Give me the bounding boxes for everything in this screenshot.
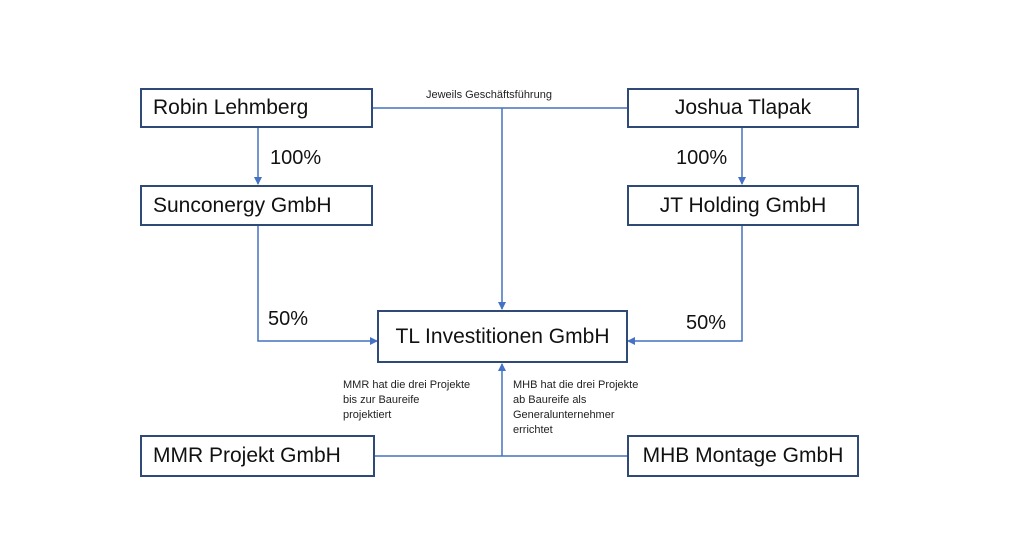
node-mmr-projekt-gmbh: MMR Projekt GmbH: [140, 435, 375, 477]
note-mmr-line-3: projektiert: [343, 409, 392, 421]
node-joshua-tlapak: Joshua Tlapak: [627, 88, 859, 128]
note-mhb-line-2: ab Baureife als: [513, 394, 587, 406]
note-mmr-line-1: MMR hat die drei Projekte: [343, 379, 471, 391]
node-mhb-montage-gmbh-label: MHB Montage GmbH: [642, 444, 844, 467]
node-sunconergy-gmbh-label: Sunconergy GmbH: [153, 193, 332, 217]
note-mhb-line-3: Generalunternehmer: [513, 409, 615, 421]
label-joshua-jt-share: 100%: [676, 147, 728, 169]
note-mhb-line-1: MHB hat die drei Projekte: [513, 379, 639, 391]
label-sunconergy-tl-share: 50%: [268, 308, 309, 330]
label-robin-sunconergy-share: 100%: [270, 147, 322, 169]
label-management: Jeweils Geschäftsführung: [426, 89, 552, 101]
note-mhb-line-4: errichtet: [513, 424, 553, 436]
node-robin-lehmberg-label: Robin Lehmberg: [153, 96, 309, 119]
label-jt-tl-share: 50%: [686, 312, 727, 334]
node-tl-investitionen-gmbh-label: TL Investitionen GmbH: [395, 324, 610, 348]
note-mhb: MHB hat die drei Projekte ab Baureife al…: [513, 378, 638, 438]
node-sunconergy-gmbh: Sunconergy GmbH: [140, 185, 373, 226]
edge-sunconergy-tl: [257, 226, 378, 345]
node-jt-holding-gmbh: JT Holding GmbH: [627, 185, 859, 226]
node-robin-lehmberg: Robin Lehmberg: [140, 88, 373, 128]
node-joshua-tlapak-label: Joshua Tlapak: [674, 96, 812, 119]
node-mhb-montage-gmbh: MHB Montage GmbH: [627, 435, 859, 477]
note-mmr: MMR hat die drei Projekte bis zur Baurei…: [343, 378, 470, 423]
node-jt-holding-gmbh-label: JT Holding GmbH: [659, 193, 827, 217]
node-tl-investitionen-gmbh: TL Investitionen GmbH: [377, 310, 628, 363]
node-mmr-projekt-gmbh-label: MMR Projekt GmbH: [153, 444, 341, 467]
edge-jt-holding-tl: [627, 226, 743, 345]
note-mmr-line-2: bis zur Baureife: [343, 394, 420, 406]
